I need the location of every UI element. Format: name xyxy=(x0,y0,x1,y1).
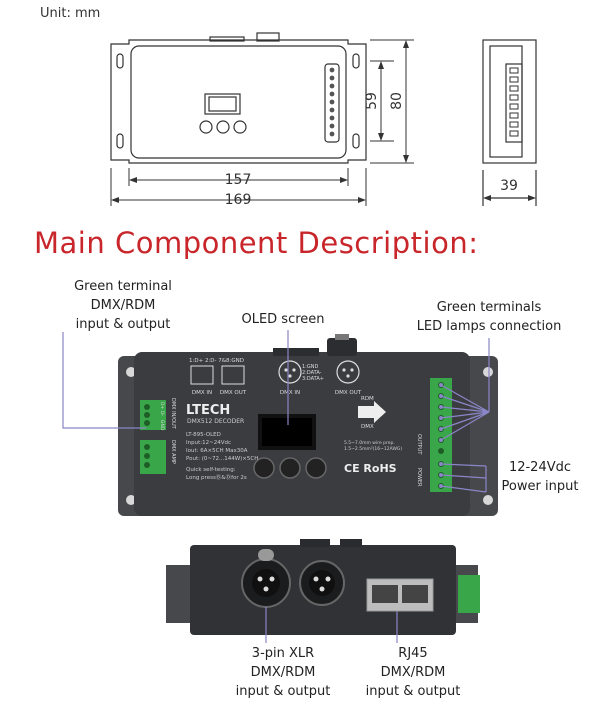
svg-text:D-: D- xyxy=(159,411,165,416)
dim-39: 39 xyxy=(500,178,518,194)
xlr-callout: 3-pin XLR DMX/RDM input & output xyxy=(235,646,331,699)
svg-text:D+: D+ xyxy=(159,402,165,409)
svg-text:OUTPUT: OUTPUT xyxy=(416,434,422,455)
device-side-view xyxy=(166,539,480,643)
svg-text:5.5~7.0mm wire prep.: 5.5~7.0mm wire prep. xyxy=(344,440,395,446)
dim-59: 59 xyxy=(364,92,380,110)
svg-text:DMX OUT: DMX OUT xyxy=(220,390,247,396)
svg-text:Iout: 6A×5CH Max30A: Iout: 6A×5CH Max30A xyxy=(186,448,248,454)
svg-text:DMX AMP: DMX AMP xyxy=(170,440,176,464)
dim-169: 169 xyxy=(225,192,252,208)
svg-text:DMX512 DECODER: DMX512 DECODER xyxy=(187,418,244,425)
brand-logo: LTECH xyxy=(186,403,230,418)
unit-label: Unit: mm xyxy=(40,6,101,21)
svg-text:LT-895-OLED: LT-895-OLED xyxy=(186,432,221,438)
device-front-view: 1:D+ 2:D- 7&8:GND DMX IN DMX OUT DMX IN … xyxy=(62,330,498,516)
dim-80: 80 xyxy=(389,92,405,110)
svg-text:POWER: POWER xyxy=(416,468,422,487)
svg-text:GND: GND xyxy=(159,420,165,431)
svg-text:DMX: DMX xyxy=(361,424,374,430)
dimension-drawing: 157 169 59 80 39 xyxy=(110,32,537,208)
svg-text:DMX IN/OUT: DMX IN/OUT xyxy=(170,398,176,430)
svg-text:DMX OUT: DMX OUT xyxy=(335,390,362,396)
green-terminals-callout: Green terminals LED lamps connection xyxy=(416,300,562,334)
svg-text:Pout: (0~72...144W)×5CH: Pout: (0~72...144W)×5CH xyxy=(186,456,258,462)
svg-text:Long pressⒷ&Ⓓfor 2s: Long pressⒷ&Ⓓfor 2s xyxy=(186,473,247,481)
section-title: Main Component Description: xyxy=(34,226,479,260)
svg-text:DMX IN: DMX IN xyxy=(280,390,300,396)
svg-text:1:GND: 1:GND xyxy=(302,364,318,370)
svg-text:RDM: RDM xyxy=(361,396,374,402)
svg-text:Input:12~24Vdc: Input:12~24Vdc xyxy=(186,440,231,446)
svg-text:3:DATA+: 3:DATA+ xyxy=(302,376,324,382)
green-terminal-callout: Green terminal DMX/RDM input & output xyxy=(74,279,172,332)
svg-text:1.5~2.5mm²(16~12AWG): 1.5~2.5mm²(16~12AWG) xyxy=(344,446,402,452)
dim-157: 157 xyxy=(225,172,252,188)
svg-text:DMX IN: DMX IN xyxy=(192,390,212,396)
rj45-callout: RJ45 DMX/RDM input & output xyxy=(365,646,461,699)
svg-text:Quick self-testing:: Quick self-testing: xyxy=(186,467,236,473)
power-callout: 12-24Vdc Power input xyxy=(501,460,579,494)
svg-text:2:DATA-: 2:DATA- xyxy=(302,370,322,376)
ce-rohs-mark: CE RoHS xyxy=(344,462,397,475)
svg-text:1:D+ 2:D- 7&8:GND: 1:D+ 2:D- 7&8:GND xyxy=(189,358,244,364)
oled-callout: OLED screen xyxy=(241,312,325,327)
